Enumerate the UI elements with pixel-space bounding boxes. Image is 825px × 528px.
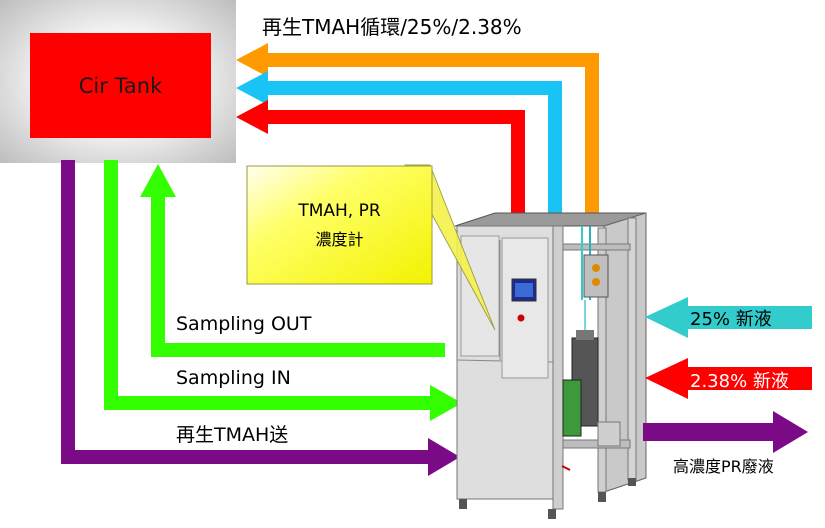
new-25-arrow xyxy=(645,297,812,338)
recirc-cyan-arrowhead xyxy=(236,71,268,105)
send-arrowhead xyxy=(428,438,460,476)
send-label: 再生TMAH送 xyxy=(176,424,289,446)
callout-bubble xyxy=(246,165,433,285)
sampling-in-arrowhead xyxy=(430,385,462,421)
callout-text-line2: 濃度計 xyxy=(315,230,364,249)
recirc-orange-line xyxy=(265,53,599,216)
sampling-out-arrowhead xyxy=(140,164,176,197)
machine-cabinet xyxy=(454,212,647,519)
cir-tank-label: Cir Tank xyxy=(78,73,163,98)
sampling-out-line xyxy=(151,195,445,357)
callout-text-line1: TMAH, PR xyxy=(298,201,381,221)
waste-label: 高濃度PR廢液 xyxy=(673,457,774,476)
send-line xyxy=(61,160,430,464)
recirc-red-line xyxy=(265,110,525,216)
cir-tank: Cir Tank xyxy=(30,33,211,138)
cir-tank-shadow-box: Cir Tank xyxy=(0,0,236,163)
waste-arrow xyxy=(643,411,808,453)
sampling-in-label: Sampling IN xyxy=(176,367,291,389)
emergency-button xyxy=(517,314,525,322)
sampling-out-label: Sampling OUT xyxy=(176,313,312,335)
recirc-red-arrowhead xyxy=(236,100,268,134)
new-238-arrow xyxy=(645,358,812,399)
sampling-in-line xyxy=(104,160,432,410)
recirc-label: 再生TMAH循環/25%/2.38% xyxy=(262,15,522,39)
new-238-label: 2.38% 新液 xyxy=(690,371,789,392)
new-25-label: 25% 新液 xyxy=(690,309,772,330)
recirc-orange-arrowhead xyxy=(236,43,268,77)
recirc-cyan-line xyxy=(265,81,562,216)
